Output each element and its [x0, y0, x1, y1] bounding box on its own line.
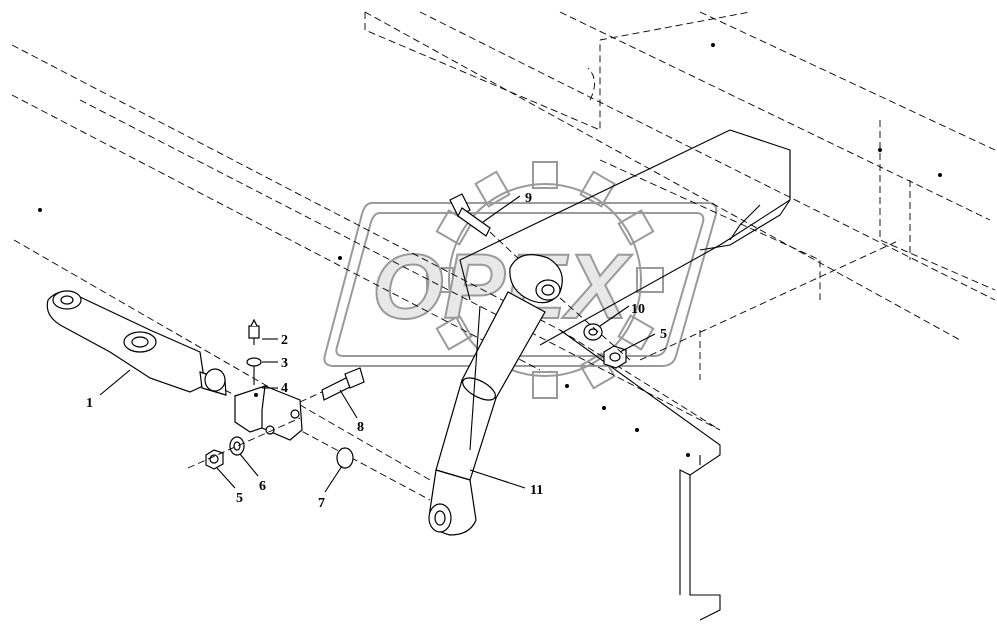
nut-upper [603, 345, 627, 369]
steering-damper [428, 254, 563, 536]
callout-2: 2 [281, 333, 288, 348]
frame-rails [11, 11, 996, 481]
side-rail-channel [559, 329, 721, 621]
grease-nipple [248, 318, 260, 345]
callout-6: 6 [259, 479, 266, 494]
callout-11: 11 [530, 483, 543, 498]
nut-left [205, 449, 224, 470]
callout-5-left: 5 [236, 491, 243, 506]
leader-lines [99, 195, 656, 493]
washer [229, 436, 245, 456]
callout-4: 4 [281, 381, 288, 396]
watermark-frame [323, 202, 718, 367]
bolt-clamp [299, 367, 365, 403]
callout-5-right: 5 [660, 327, 667, 342]
pitman-arm [46, 290, 227, 396]
cross-member [459, 129, 791, 346]
callouts: 1 2 3 4 5 5 6 7 8 9 10 11 [86, 191, 667, 511]
callout-7: 7 [318, 496, 325, 511]
bolt-upper [449, 193, 491, 237]
washer-upper [583, 323, 603, 341]
callout-1: 1 [86, 396, 93, 411]
callout-8: 8 [357, 420, 364, 435]
o-ring-small [246, 357, 262, 367]
snap-ring [336, 447, 354, 469]
callout-3: 3 [281, 356, 288, 371]
callout-9: 9 [525, 191, 532, 206]
callout-10: 10 [631, 302, 645, 317]
clamp-bracket [234, 385, 303, 441]
